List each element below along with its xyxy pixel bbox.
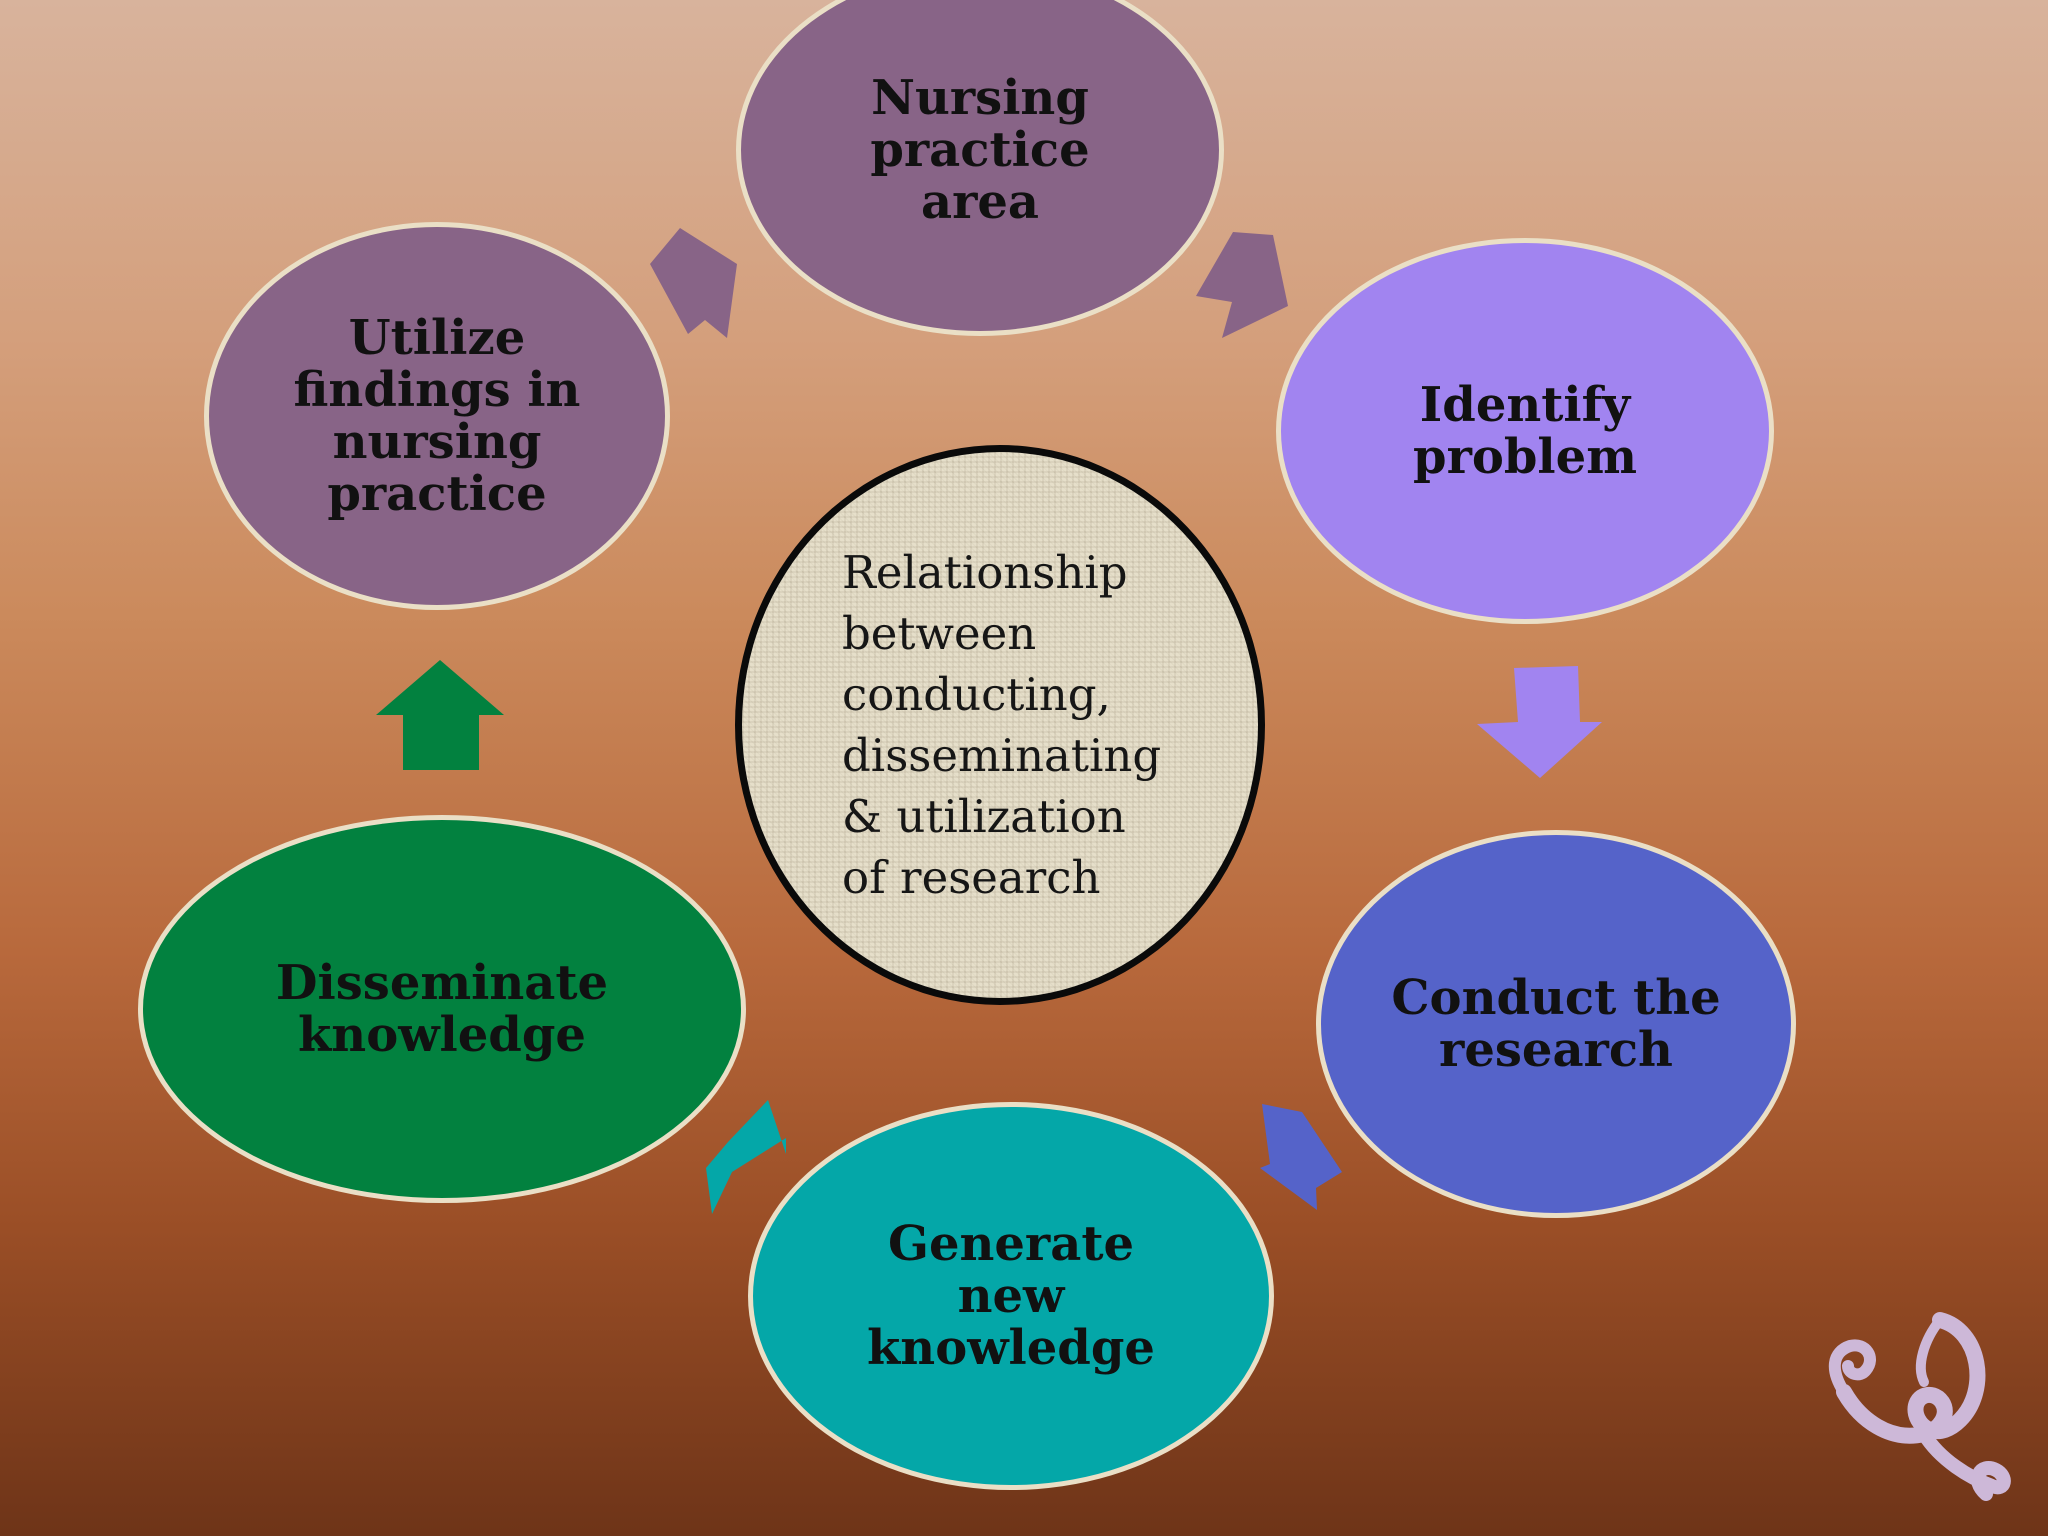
arrow-generate-to-disseminate [706,1100,786,1214]
node-nursing-practice-area: Nursing practice area [736,0,1224,336]
ornament-stroke-1 [1836,1312,1986,1444]
arrow-disseminate-to-utilize [376,660,504,770]
node-label: Identify problem [1413,377,1637,485]
node-label: Utilize findings in nursing practice [293,310,581,522]
center-circle: Relationship between conducting, dissemi… [735,445,1265,1005]
ornament-stroke-2 [1917,1427,2011,1501]
node-generate-new-knowledge: Generate new knowledge [748,1102,1274,1490]
node-label: Disseminate knowledge [275,955,609,1063]
node-label: Generate new knowledge [867,1216,1155,1376]
node-disseminate-knowledge: Disseminate knowledge [138,815,746,1203]
arrow-utilize-to-practice [650,228,737,338]
node-conduct-the-research: Conduct the research [1316,830,1796,1218]
flourish-ornament-icon [1829,1312,2011,1501]
node-identify-problem: Identify problem [1276,238,1774,624]
ornament-stroke-4 [1915,1315,1945,1387]
node-utilize-findings: Utilize findings in nursing practice [204,222,670,610]
arrow-practice-to-identify [1196,232,1288,338]
node-label: Conduct the research [1391,970,1721,1078]
arrow-conduct-to-generate [1260,1104,1342,1210]
ornament-stroke-3 [1829,1339,1876,1398]
arrow-identify-to-conduct [1477,666,1602,778]
center-label: Relationship between conducting, dissemi… [842,546,1162,904]
node-label: Nursing practice area [870,70,1090,230]
